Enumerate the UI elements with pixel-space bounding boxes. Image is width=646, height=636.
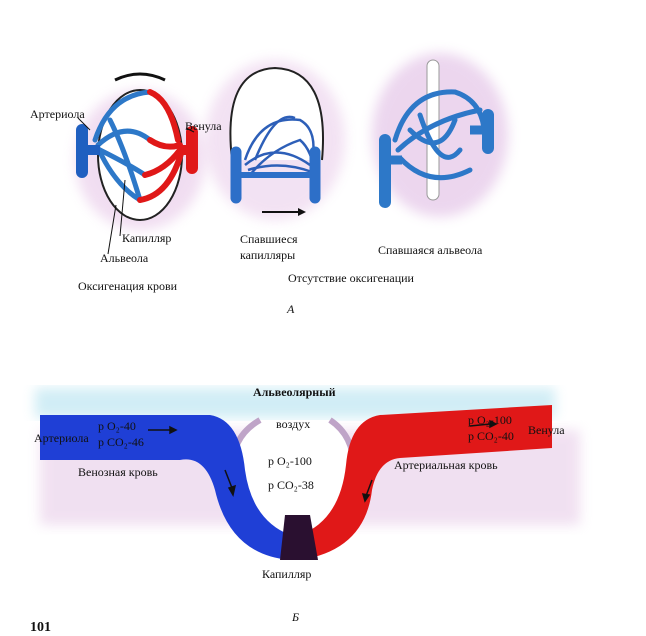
label-alveolar-air-line1: Альвеолярный — [253, 385, 336, 399]
pink-haze — [372, 53, 508, 217]
alveolus-arc-icon — [114, 72, 166, 82]
caption-no-oxygenation: Отсутствие оксигенации — [288, 271, 414, 285]
capillary-network-blue — [392, 89, 487, 181]
figure-collapsed-alveolus — [372, 53, 508, 217]
collapsed-capillaries — [243, 115, 317, 176]
label-alveolar-air-line2: воздух — [276, 417, 311, 431]
page-number: 101 — [30, 620, 51, 635]
label-alveolus-a: Альвеола — [100, 251, 149, 265]
flow-arrows — [148, 419, 498, 503]
capillary-junction — [280, 515, 318, 560]
label-pco2-left: p CO₂-46 — [98, 435, 144, 449]
panel-a — [75, 53, 508, 255]
caption-oxygenation: Оксигенация крови — [78, 279, 178, 293]
panel-letter-b: Б — [292, 610, 300, 624]
figure-oxygenation — [75, 72, 205, 255]
caption-collapsed-capillaries-line1: Спавшиеся — [240, 232, 298, 246]
caption-collapsed-alveolus: Спавшаяся альвеола — [378, 243, 483, 257]
label-arterial-blood: Артериальная кровь — [394, 458, 498, 472]
label-capillary-b: Капилляр — [262, 567, 312, 581]
capillary-network-red — [137, 89, 185, 203]
alveolus-outline — [229, 66, 324, 161]
venous-vessel — [40, 415, 290, 560]
label-pco2-alveolar: p CO₂-38 — [268, 478, 314, 492]
label-venous-blood: Венозная кровь — [78, 465, 158, 479]
label-capillary-a: Капилляр — [122, 231, 172, 245]
label-pco2-right: p CO₂-40 — [468, 429, 514, 443]
arterial-vessel — [300, 405, 552, 560]
label-venule-a: Венула — [185, 119, 222, 133]
capillary-network-blue — [92, 89, 153, 203]
figure-collapsed-capillaries — [205, 60, 345, 220]
caption-collapsed-capillaries-line2: капилляры — [240, 248, 296, 262]
panel-letter-a: А — [287, 302, 295, 316]
label-venule-b: Венула — [528, 423, 565, 437]
label-arteriole-a: Артериола — [30, 107, 85, 121]
label-po2-left: p O₂-40 — [98, 419, 136, 433]
label-po2-alveolar: p O₂-100 — [268, 454, 312, 468]
label-arteriole-b: Артериола — [34, 431, 89, 445]
label-po2-right: p O₂-100 — [468, 413, 512, 427]
panel-b — [35, 388, 580, 560]
